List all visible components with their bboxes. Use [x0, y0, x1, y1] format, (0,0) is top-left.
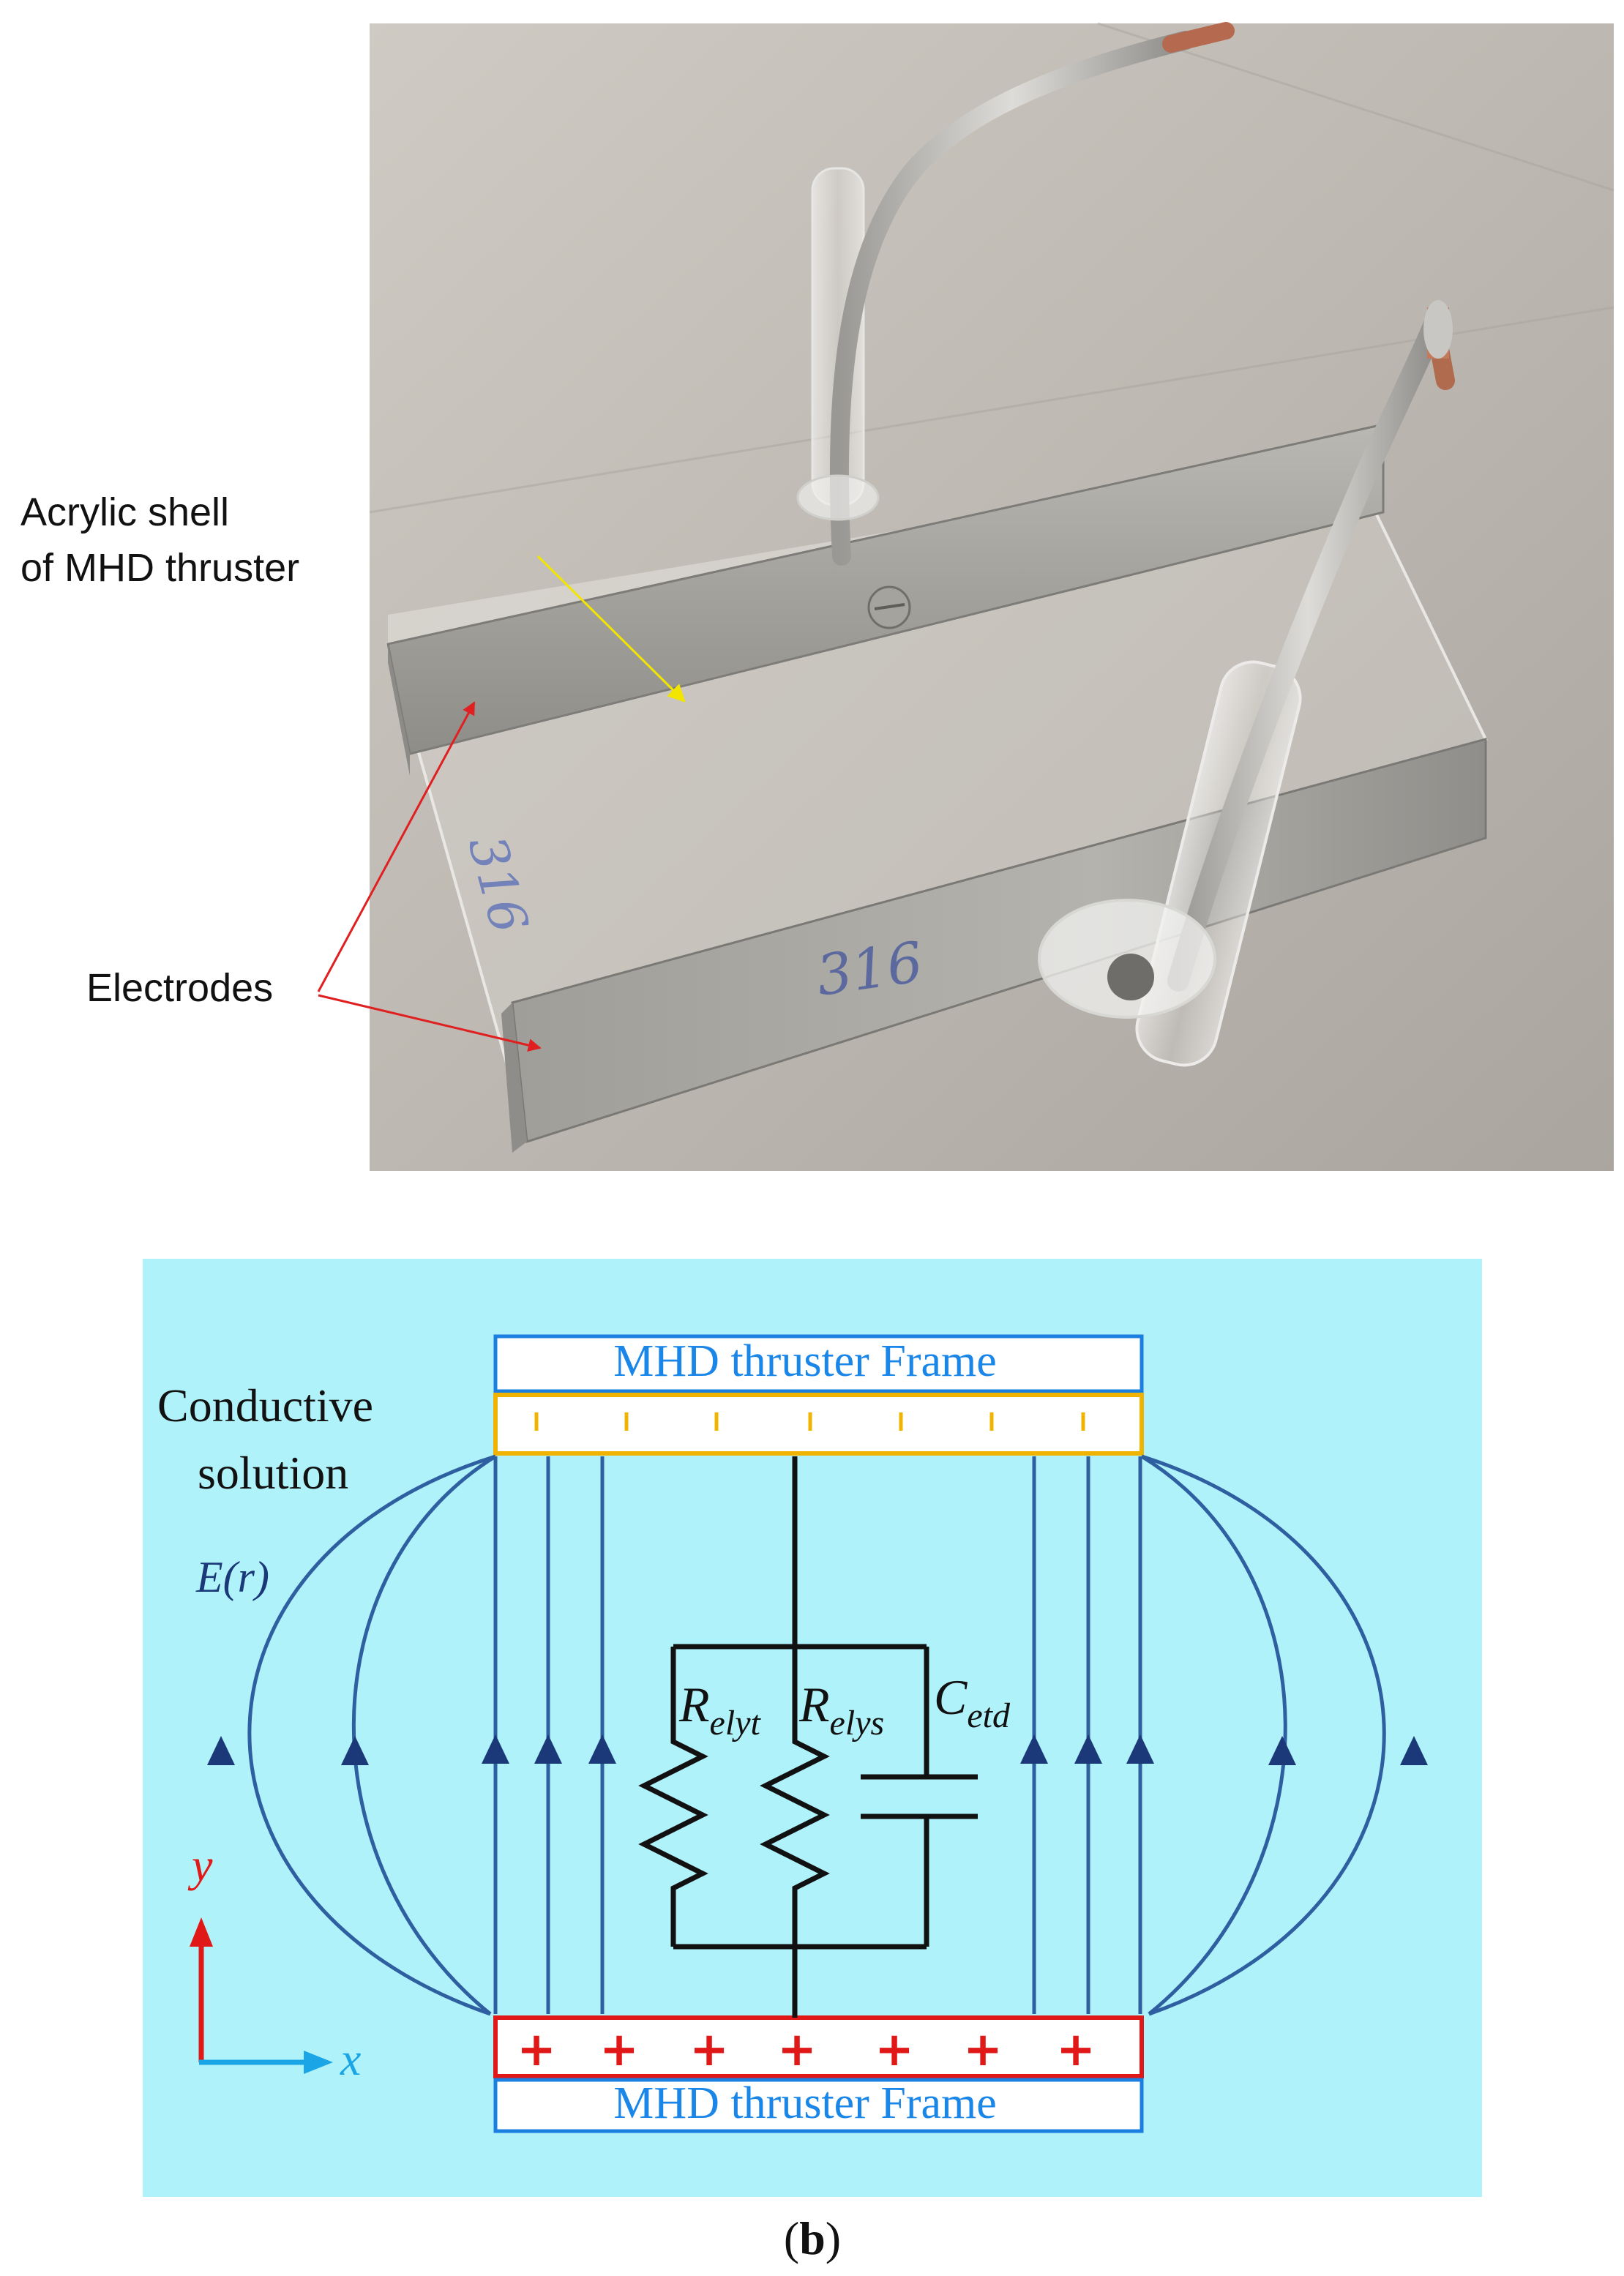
equivalent-circuit — [638, 1456, 978, 2018]
resistor-relys — [760, 1647, 830, 1947]
field-arrow — [1126, 1734, 1154, 1764]
field-arrow — [534, 1734, 562, 1764]
panel-a: 316 316 Acrylic shell of MHD thruster El… — [20, 22, 1614, 1171]
front-electrode-lead — [1038, 300, 1455, 1067]
positive-charge: + — [599, 2023, 639, 2077]
positive-charge: + — [777, 2023, 817, 2077]
caption-b: (b) — [784, 2212, 841, 2264]
electrode-arrow-bottom — [318, 994, 542, 1052]
y-axis-label: y — [187, 1839, 213, 1891]
x-axis-label: x — [340, 2033, 361, 2085]
negative-electrode — [493, 1393, 1144, 1456]
label-relyt: Relyt — [678, 1677, 761, 1742]
shell-label-line1: Acrylic shell — [20, 490, 229, 534]
panel-b: MHD thruster Frame + + + + + + + MHD thr… — [143, 1259, 1482, 2264]
field-arrow — [1400, 1736, 1428, 1765]
field-line — [247, 1454, 496, 2016]
field-line — [1140, 1454, 1287, 2015]
positive-charge: + — [517, 2023, 556, 2077]
field-arrow — [207, 1736, 235, 1765]
field-arrow — [1074, 1734, 1102, 1764]
label-cetd: Cetd — [934, 1669, 1011, 1735]
field-line — [1141, 1454, 1386, 2016]
bottom-frame — [493, 2078, 1144, 2133]
solution-label-line1: Conductive — [157, 1380, 373, 1431]
positive-charge: + — [689, 2023, 729, 2077]
field-arrow — [1268, 1736, 1296, 1765]
electrode-arrow-top — [317, 701, 476, 992]
shell-label-line2: of MHD thruster — [20, 546, 299, 590]
field-line — [351, 1454, 497, 2015]
positive-charges: + + + + + + + — [517, 2023, 1096, 2077]
negative-charges — [534, 1412, 1085, 1431]
positive-charge: + — [963, 2023, 1003, 2077]
field-arrows — [207, 1734, 1428, 1765]
solution-label-line2: solution — [198, 1447, 348, 1499]
field-arrow — [341, 1736, 369, 1765]
top-frame — [493, 1334, 1144, 1393]
bottom-frame-label: MHD thruster Frame — [613, 2078, 996, 2128]
label-relys: Relys — [798, 1677, 884, 1742]
shell-arrow — [536, 555, 686, 703]
top-frame-label: MHD thruster Frame — [613, 1336, 996, 1386]
marking-front: 316 — [812, 929, 927, 1008]
field-arrow — [482, 1734, 509, 1764]
field-arrow — [1020, 1734, 1048, 1764]
resistor-relyt — [638, 1647, 708, 1947]
axes: y x — [187, 1839, 361, 2085]
positive-charge: + — [875, 2023, 914, 2077]
back-electrode-lead — [796, 22, 1235, 566]
electrodes-label: Electrodes — [86, 966, 273, 1010]
positive-electrode — [493, 2015, 1144, 2078]
field-arrow — [588, 1734, 616, 1764]
positive-charge: + — [1056, 2023, 1096, 2077]
field-label: E(r) — [195, 1553, 269, 1601]
